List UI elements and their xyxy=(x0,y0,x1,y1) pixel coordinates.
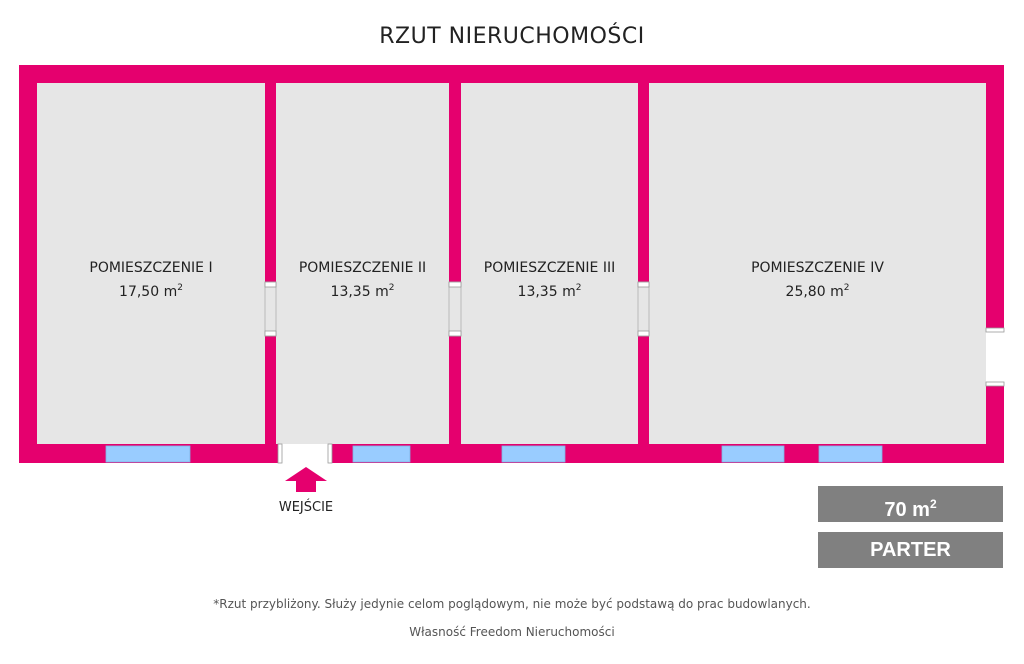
disclaimer-text: *Rzut przybliżony. Służy jedynie celom p… xyxy=(213,597,811,611)
window xyxy=(352,445,411,463)
room-label-2: POMIESZCZENIE II 13,35 m2 xyxy=(276,258,449,302)
room-name: POMIESZCZENIE IV xyxy=(751,260,884,276)
window xyxy=(501,445,566,463)
room-floor-2 xyxy=(276,83,449,444)
page-title: RZUT NIERUCHOMOŚCI xyxy=(379,24,645,49)
door-jambs xyxy=(264,281,650,337)
side-door-jamb-bottom xyxy=(985,381,1005,387)
room-floor-1 xyxy=(37,83,265,444)
entrance-opening xyxy=(278,444,332,463)
room-name: POMIESZCZENIE II xyxy=(298,260,427,276)
room-floor-4 xyxy=(649,83,986,444)
room-label-3: POMIESZCZENIE III 13,35 m2 xyxy=(461,258,638,302)
windows xyxy=(105,445,883,463)
room-area: 13,35 m2 xyxy=(330,283,395,300)
room-name: POMIESZCZENIE I xyxy=(89,260,213,276)
window xyxy=(721,445,785,463)
window xyxy=(818,445,883,463)
interior-doors xyxy=(264,281,650,337)
room-area: 25,80 m2 xyxy=(785,283,850,300)
owner-text: Własność Freedom Nieruchomości xyxy=(409,625,615,639)
window xyxy=(105,445,191,463)
entrance-jamb-right xyxy=(327,443,333,464)
total-area-badge: 70 m2 xyxy=(818,486,1003,522)
side-door-jamb-top xyxy=(985,327,1005,333)
room-label-4: POMIESZCZENIE IV 25,80 m2 xyxy=(649,258,986,302)
room-name: POMIESZCZENIE III xyxy=(483,260,616,276)
room-label-1: POMIESZCZENIE I 17,50 m2 xyxy=(37,258,265,302)
room-floor-3 xyxy=(461,83,638,444)
floor-level-badge: PARTER xyxy=(818,532,1003,568)
entrance-label: WEJŚCIE xyxy=(278,500,334,515)
room-area: 13,35 m2 xyxy=(517,283,582,300)
arrow-up-icon xyxy=(285,467,327,492)
entrance-jamb-left xyxy=(277,443,283,464)
room-area: 17,50 m2 xyxy=(119,283,183,300)
side-door-opening xyxy=(986,328,1004,386)
